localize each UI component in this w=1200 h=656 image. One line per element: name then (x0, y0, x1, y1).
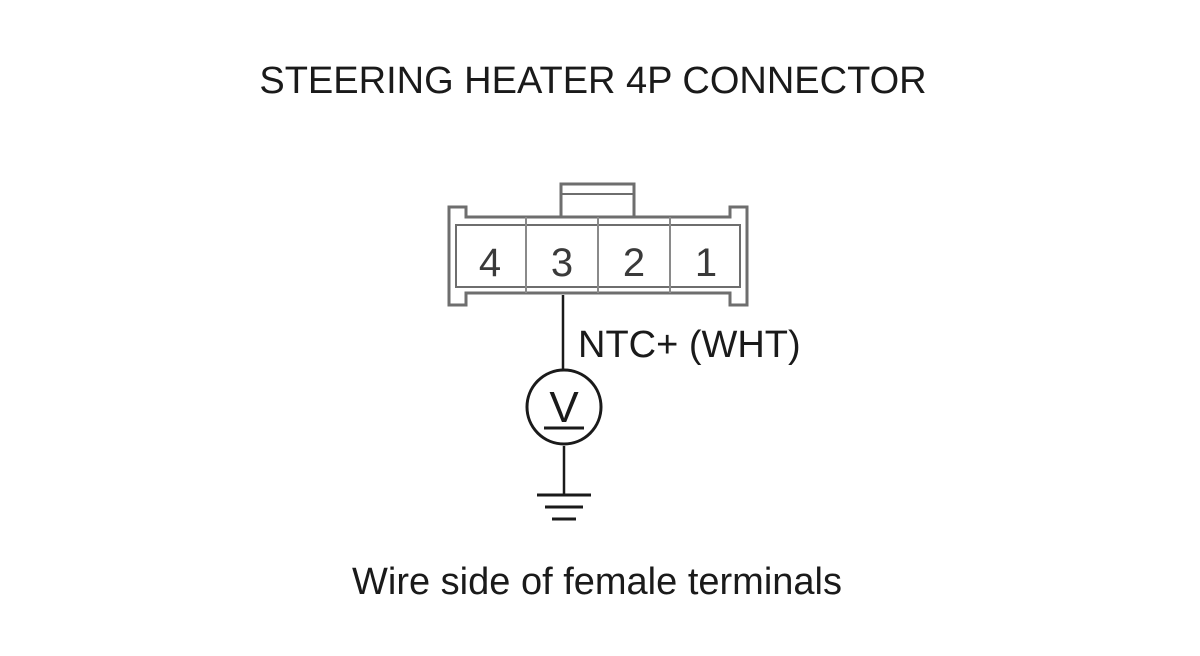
ground-icon (537, 493, 591, 521)
connector-body (447, 182, 749, 307)
terminal-number: 3 (551, 241, 573, 285)
connector-lock-tab (559, 182, 636, 217)
probe-label: NTC+ (WHT) (578, 324, 801, 366)
diagram-title: STEERING HEATER 4P CONNECTOR (259, 60, 926, 102)
terminal-number: 2 (623, 241, 645, 285)
terminal-dividers (525, 217, 671, 293)
terminal-number: 1 (695, 241, 717, 285)
connector-shell (447, 205, 749, 307)
voltmeter-icon: V (525, 368, 603, 446)
voltmeter-symbol: V (549, 383, 579, 432)
diagram-caption: Wire side of female terminals (352, 561, 842, 603)
terminal-number: 4 (479, 241, 501, 285)
